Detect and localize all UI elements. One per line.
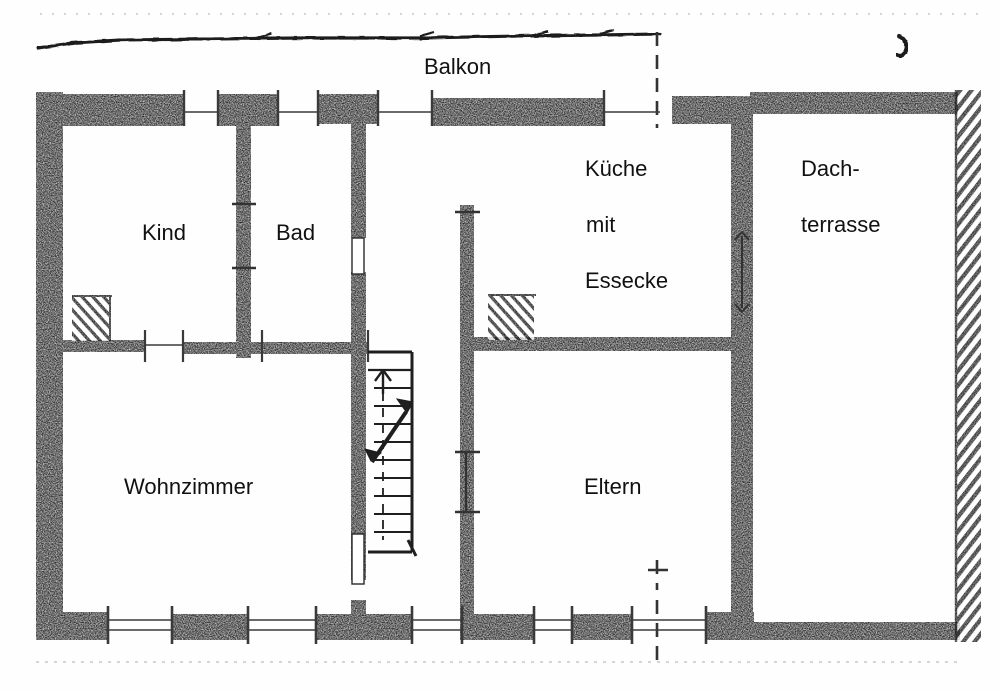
wall-bad-right xyxy=(351,110,366,238)
door-openings xyxy=(351,237,365,585)
balcony-railing xyxy=(36,29,662,50)
wall-exterior-left xyxy=(36,92,63,640)
wall-poche-group xyxy=(36,92,960,640)
wall-bottom-seg-6 xyxy=(706,612,754,640)
window-openings xyxy=(106,90,708,644)
wall-stair-left xyxy=(351,352,366,580)
door-wohnzimmer xyxy=(351,533,365,585)
scan-residue xyxy=(36,13,980,663)
wall-bottom-seg-5 xyxy=(572,614,632,640)
wall-kind-bad-divider xyxy=(236,110,251,358)
hatched-exterior-wall xyxy=(954,90,981,642)
door-bad xyxy=(351,237,365,275)
wall-bottom-terrace xyxy=(754,622,960,640)
label-dach-1: Dach- xyxy=(801,156,860,181)
label-kind: Kind xyxy=(142,220,187,245)
label-kueche-1: Küche xyxy=(585,156,648,181)
wall-bad-right-lower xyxy=(351,272,366,358)
wall-mid-left xyxy=(55,340,145,352)
label-kueche-2: mit xyxy=(586,212,616,237)
label-balkon: Balkon xyxy=(424,54,492,79)
wall-mid-center xyxy=(183,342,368,354)
chimney-center xyxy=(488,294,536,340)
wall-bottom-seg-4 xyxy=(462,614,534,640)
stray-ink-mark xyxy=(895,34,909,58)
wall-top-seg-4 xyxy=(432,98,604,126)
wall-stair-left-lower xyxy=(351,600,366,626)
wall-top-seg-6-terrace xyxy=(750,92,958,114)
wall-kueche-right xyxy=(731,110,753,640)
label-dach-2: terrasse xyxy=(801,212,881,237)
label-bad: Bad xyxy=(276,220,316,245)
dimension-lines xyxy=(232,32,750,660)
wall-top-seg-1 xyxy=(36,94,184,126)
wall-bottom-seg-1 xyxy=(36,612,108,640)
wall-bottom-seg-2 xyxy=(172,614,248,640)
label-kueche-3: Essecke xyxy=(585,268,669,293)
wall-top-seg-3 xyxy=(318,94,378,124)
chimney-left xyxy=(72,295,112,341)
staircase xyxy=(364,350,418,557)
label-wohnzimmer: Wohnzimmer xyxy=(124,474,254,499)
label-eltern: Eltern xyxy=(584,474,642,499)
wall-kueche-left xyxy=(460,205,474,640)
wall-mid-right xyxy=(474,337,744,351)
